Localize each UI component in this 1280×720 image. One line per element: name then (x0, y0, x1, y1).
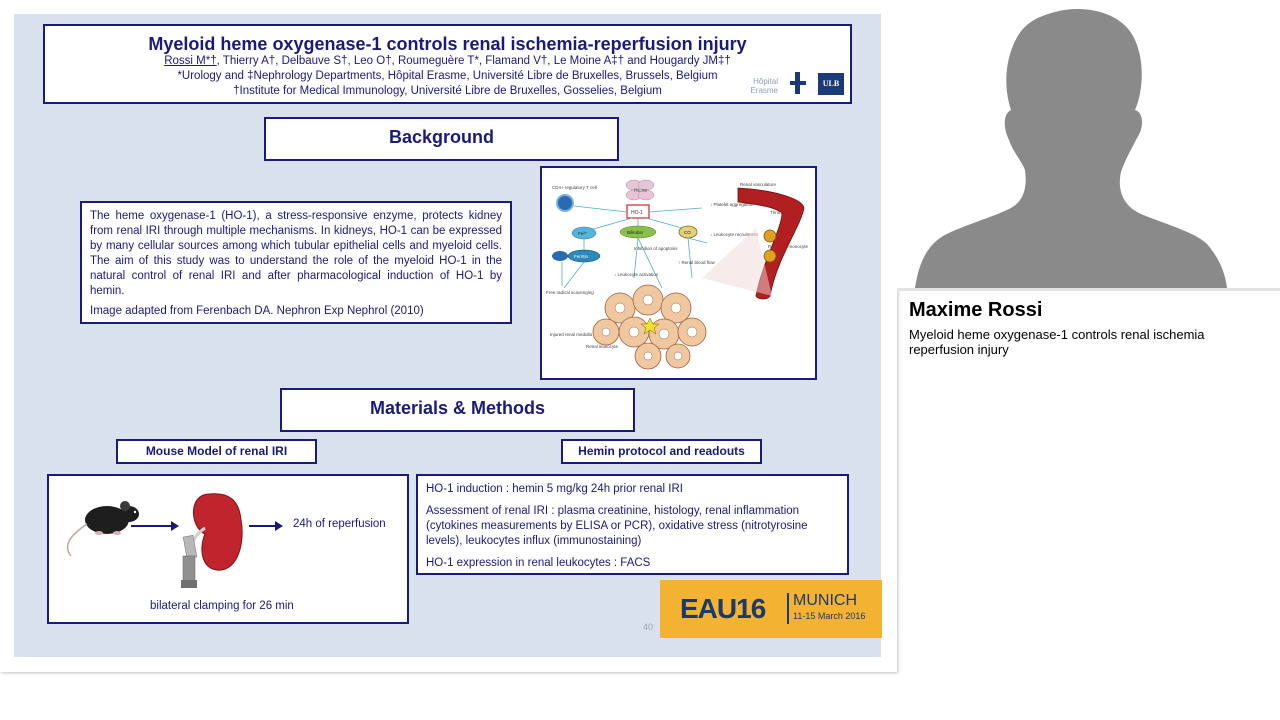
affiliation-2: †Institute for Medical Immunology, Unive… (233, 85, 662, 97)
fig-label-thrombus: Thrombus (770, 210, 791, 215)
mouse-icon (66, 501, 139, 557)
speaker-divider (897, 288, 1280, 291)
slide-frame: Myeloid heme oxygenase-1 controls renal … (14, 14, 882, 657)
fig-label-heme: Heme (634, 188, 648, 194)
fig-label-co: CO (684, 230, 691, 235)
fig-label-fe: Fe²⁺ (578, 231, 588, 236)
fig-label-ho1: HO-1 (631, 210, 643, 216)
fig-label-free-radical: Free radical scavenging (546, 290, 594, 295)
background-header: Background (264, 117, 619, 161)
background-text-box: The heme oxygenase-1 (HO-1), a stress-re… (80, 201, 512, 324)
background-citation: Image adapted from Ferenbach DA. Nephron… (90, 305, 424, 317)
hopital-erasme-logo: Hôpital Erasme (750, 77, 778, 95)
eau-city-text: MUNICH (793, 592, 857, 609)
eau-separator (787, 593, 789, 624)
pathway-arrows (561, 205, 708, 289)
ulb-logo: ULB (818, 73, 844, 95)
mouse-model-illustration (66, 493, 283, 588)
heme-cluster-icon (625, 179, 655, 201)
speaker-talk-title: Myeloid heme oxygenase-1 controls renal … (909, 327, 1205, 357)
fig-label-leukocyte-act: ↓ Leukocyte activation (614, 272, 659, 277)
authors-line: Rossi M*†, Thierry A†, Delbauve S†, Leo … (45, 54, 850, 69)
fig-label-injured: Injured renal medulla (550, 332, 593, 337)
monocyte-icon-2 (763, 249, 777, 263)
monocyte-icon (763, 229, 777, 243)
clamping-text: bilateral clamping for 26 min (150, 600, 294, 612)
eau-dates-text: 11-15 March 2016 (793, 611, 866, 621)
arrow-icon (131, 521, 179, 531)
poster-title: Myeloid heme oxygenase-1 controls renal … (148, 34, 747, 54)
zoom-cone (702, 228, 772, 296)
eau16-munich-logo: EAU16 MUNICH 11-15 March 2016 (660, 580, 882, 638)
fig-label-platelet: ↓ Platelet aggregation (710, 202, 754, 207)
slide-page-number: 40 (643, 622, 654, 632)
cd4-cell-icon (556, 194, 574, 212)
tubule-lumen (601, 294, 698, 361)
renal-vessel-icon (737, 187, 805, 300)
methods-header: Materials & Methods (280, 388, 635, 432)
fig-label-vasculature: Renal vasculature (740, 182, 777, 187)
fig-label-bilirubin: Bilirubin (627, 230, 644, 235)
fig-label-cd4: CD4+ regulatory T cell (552, 185, 597, 190)
speaker-name: Maxime Rossi (909, 299, 1043, 321)
fig-label-renal-leuk: Renal leukocyte (586, 344, 619, 349)
logo-erasme-text: Erasme (750, 86, 778, 95)
ho1-mechanism-figure: Heme HO-1 CD4+ regulatory T cell Fe²⁺ Bi… (540, 166, 817, 380)
logo-hopital-text: Hôpital (753, 77, 778, 86)
fig-label-ferritin: Ferritin (574, 254, 588, 259)
eau-logo-text: EAU16 (680, 593, 766, 624)
title-box: Myeloid heme oxygenase-1 controls renal … (43, 24, 852, 104)
ho1-diagram: Heme HO-1 CD4+ regulatory T cell Fe²⁺ Bi… (542, 168, 815, 378)
hemin-protocol-label: Hemin protocol and readouts (561, 439, 762, 464)
reperfusion-text: 24h of reperfusion (293, 518, 386, 530)
mouse-model-label: Mouse Model of renal IRI (116, 439, 317, 464)
fig-label-recruited: Recruited monocyte (768, 244, 809, 249)
fig-label-blood-flow: ↑ Renal blood flow (678, 260, 716, 265)
speaker-silhouette-icon (915, 9, 1227, 288)
affiliation-1: *Urology and ‡Nephrology Departments, Hô… (177, 70, 718, 82)
kidney-icon (181, 493, 243, 588)
hemin-protocol-box: HO-1 induction : hemin 5 mg/kg 24h prior… (416, 474, 849, 575)
fig-label-leukocyte-recruit: ↓ Leukocyte recruitment (710, 232, 759, 237)
injury-star-icon (640, 317, 660, 335)
hemin-item: Assessment of renal IRI : plasma creatin… (426, 505, 808, 547)
first-author: Rossi M*† (164, 55, 217, 67)
hemin-item: HO-1 induction : hemin 5 mg/kg 24h prior… (426, 483, 683, 495)
background-paragraph: The heme oxygenase-1 (HO-1), a stress-re… (90, 210, 502, 297)
poster-slide: Myeloid heme oxygenase-1 controls renal … (14, 14, 882, 657)
hemin-item: HO-1 expression in renal leukocytes : FA… (426, 557, 651, 569)
other-authors: , Thierry A†, Delbauve S†, Leo O†, Roume… (216, 55, 731, 67)
fig-label-apoptosis: Inhibition of apoptosis (634, 246, 678, 251)
erasme-cross-icon (790, 72, 806, 94)
arrow-icon-2 (249, 521, 283, 531)
mouse-model-box: 24h of reperfusion bilateral clamping fo… (47, 474, 409, 624)
fe-small-icon (552, 251, 568, 261)
